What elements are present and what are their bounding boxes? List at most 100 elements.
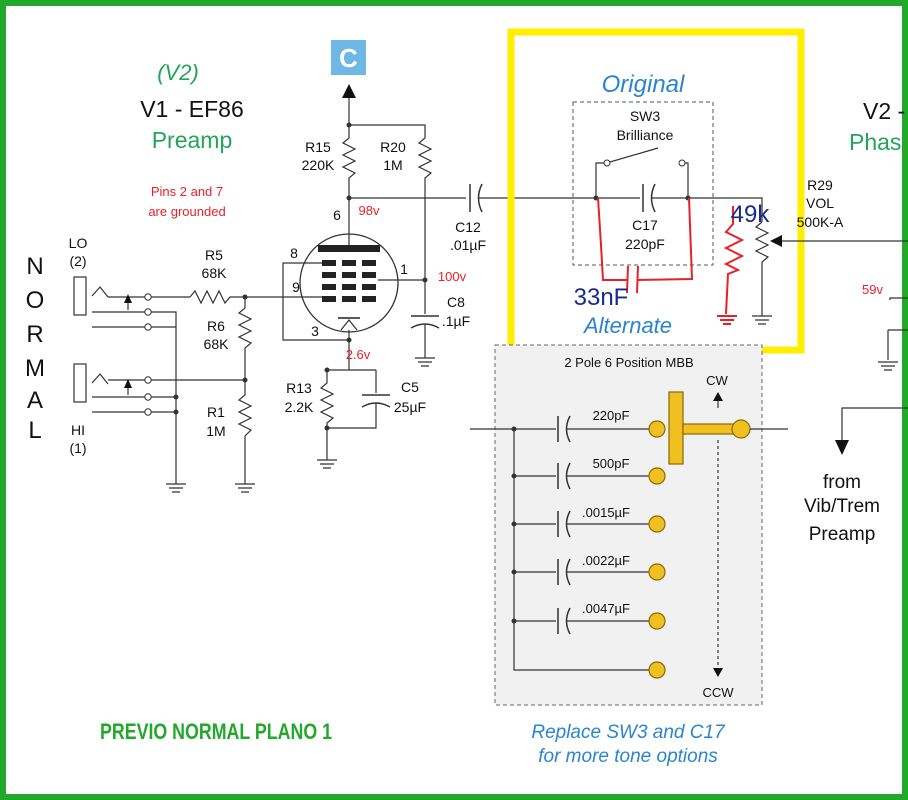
jack-hi-icon: [73, 363, 152, 416]
sw3-label: SW3: [630, 108, 661, 124]
wiper-arrow-icon: [770, 235, 782, 247]
voltage-cathode: 2.6v: [346, 347, 371, 362]
ground-icon: [878, 361, 898, 371]
cw-label: CW: [706, 373, 728, 388]
normal-vertical-label: N O R M A L: [25, 253, 45, 444]
ground-icon: [166, 483, 186, 493]
footer-label: PREVIO NORMAL PLANO 1: [100, 719, 332, 744]
ground-icon: [235, 483, 255, 493]
r29-value: 500K-A: [797, 214, 844, 230]
rotary-switch-box: [494, 344, 763, 706]
normal-letter-m: M: [25, 355, 45, 382]
c-badge: C: [339, 43, 358, 73]
r6-label: R6: [207, 318, 225, 334]
jack-hi-num: (1): [69, 440, 86, 456]
pin-3: 3: [311, 323, 319, 339]
resistor-r5: [189, 289, 290, 305]
vib-note-2: Vib/Trem: [804, 496, 880, 517]
normal-letter-n: N: [26, 253, 43, 280]
c12-value: .01µF: [450, 237, 486, 253]
c17-value: 220pF: [625, 236, 665, 252]
replace-note-1: Replace SW3 and C17: [531, 722, 726, 743]
ground-icon: [317, 459, 337, 469]
added-cap-label: 33nF: [574, 284, 629, 311]
original-dashed-box: [572, 101, 714, 266]
ground-icon: [717, 315, 737, 325]
r5-value: 68K: [202, 265, 228, 281]
pin-1: 1: [400, 261, 408, 277]
r20-label: R20: [380, 139, 406, 155]
c5-label: C5: [401, 379, 419, 395]
original-heading: Original: [602, 71, 685, 98]
note-pins-1: Pins 2 and 7: [151, 184, 223, 199]
up-arrow-icon: [342, 84, 356, 98]
ground-icon: [752, 315, 772, 325]
jack-hi-label: HI: [71, 422, 85, 438]
rotary-contacts: [648, 391, 751, 679]
r29-label: R29: [807, 177, 833, 193]
vib-note-1: from: [823, 472, 861, 493]
switch-sw3: [595, 147, 689, 198]
r15-label: R15: [305, 139, 331, 155]
normal-letter-r: R: [26, 321, 43, 348]
r15-value: 220K: [302, 157, 335, 173]
c8-label: C8: [447, 294, 465, 310]
resistor-r20: [349, 124, 433, 280]
pin-6: 6: [333, 207, 341, 223]
resistor-r15: [341, 125, 357, 198]
r1-value: 1M: [206, 423, 225, 439]
r20-value: 1M: [383, 157, 402, 173]
c-badge-box: [331, 40, 366, 75]
r6-value: 68K: [204, 336, 230, 352]
right-title-phase: Phas: [849, 129, 901, 155]
tube-ef86: [299, 233, 399, 333]
resistor-r1: [237, 380, 253, 484]
voltage-screen: 100v: [438, 269, 467, 284]
rotary-cap-3: .0015µF: [582, 505, 630, 520]
rotary-cap-1: 220pF: [593, 408, 630, 423]
pin-9: 9: [292, 279, 300, 295]
rotary-caps: [514, 415, 657, 635]
alternate-mod-drawing: [597, 197, 745, 315]
resistor-r13: [319, 370, 335, 460]
voltage-plate: 98v: [359, 203, 380, 218]
rotary-cap-2: 500pF: [593, 456, 630, 471]
ccw-arrow-icon: [713, 668, 723, 677]
sw3-name: Brilliance: [617, 127, 674, 143]
resistor-r6: [237, 297, 253, 380]
ccw-label: CCW: [702, 685, 734, 700]
jack-lo-num: (2): [69, 253, 86, 269]
jack-lo-label: LO: [69, 235, 88, 251]
r5-label: R5: [205, 247, 223, 263]
title-v1: V1 - EF86: [140, 96, 244, 122]
c8-value: .1µF: [442, 313, 470, 329]
c17-label: C17: [632, 217, 658, 233]
pot-r29: [754, 221, 770, 316]
normal-letter-o: O: [26, 287, 45, 314]
pin-8: 8: [290, 245, 298, 261]
c5-value: 25µF: [394, 399, 426, 415]
c12-label: C12: [455, 219, 481, 235]
jack-lo-icon: [73, 276, 152, 331]
title-v2: (V2): [157, 60, 199, 85]
r13-value: 2.2K: [285, 399, 314, 415]
down-arrow-icon: [835, 440, 849, 455]
normal-letter-a: A: [27, 387, 43, 414]
r1-label: R1: [207, 404, 225, 420]
right-title-v2: V2 -: [863, 98, 905, 124]
added-res-label: 49k: [731, 201, 771, 228]
rotary-cap-5: .0047µF: [582, 601, 630, 616]
note-pins-2: are grounded: [148, 204, 225, 219]
rotary-cap-4: .0022µF: [582, 553, 630, 568]
vib-note-3: Preamp: [809, 524, 876, 545]
title-preamp: Preamp: [152, 127, 233, 153]
ground-icon: [415, 357, 435, 367]
rotary-switch-title: 2 Pole 6 Position MBB: [564, 355, 693, 370]
cw-arrow-icon: [713, 392, 723, 401]
alternate-heading: Alternate: [582, 313, 672, 338]
r29-vol: VOL: [806, 195, 834, 211]
voltage-v2: 59v: [862, 282, 883, 297]
